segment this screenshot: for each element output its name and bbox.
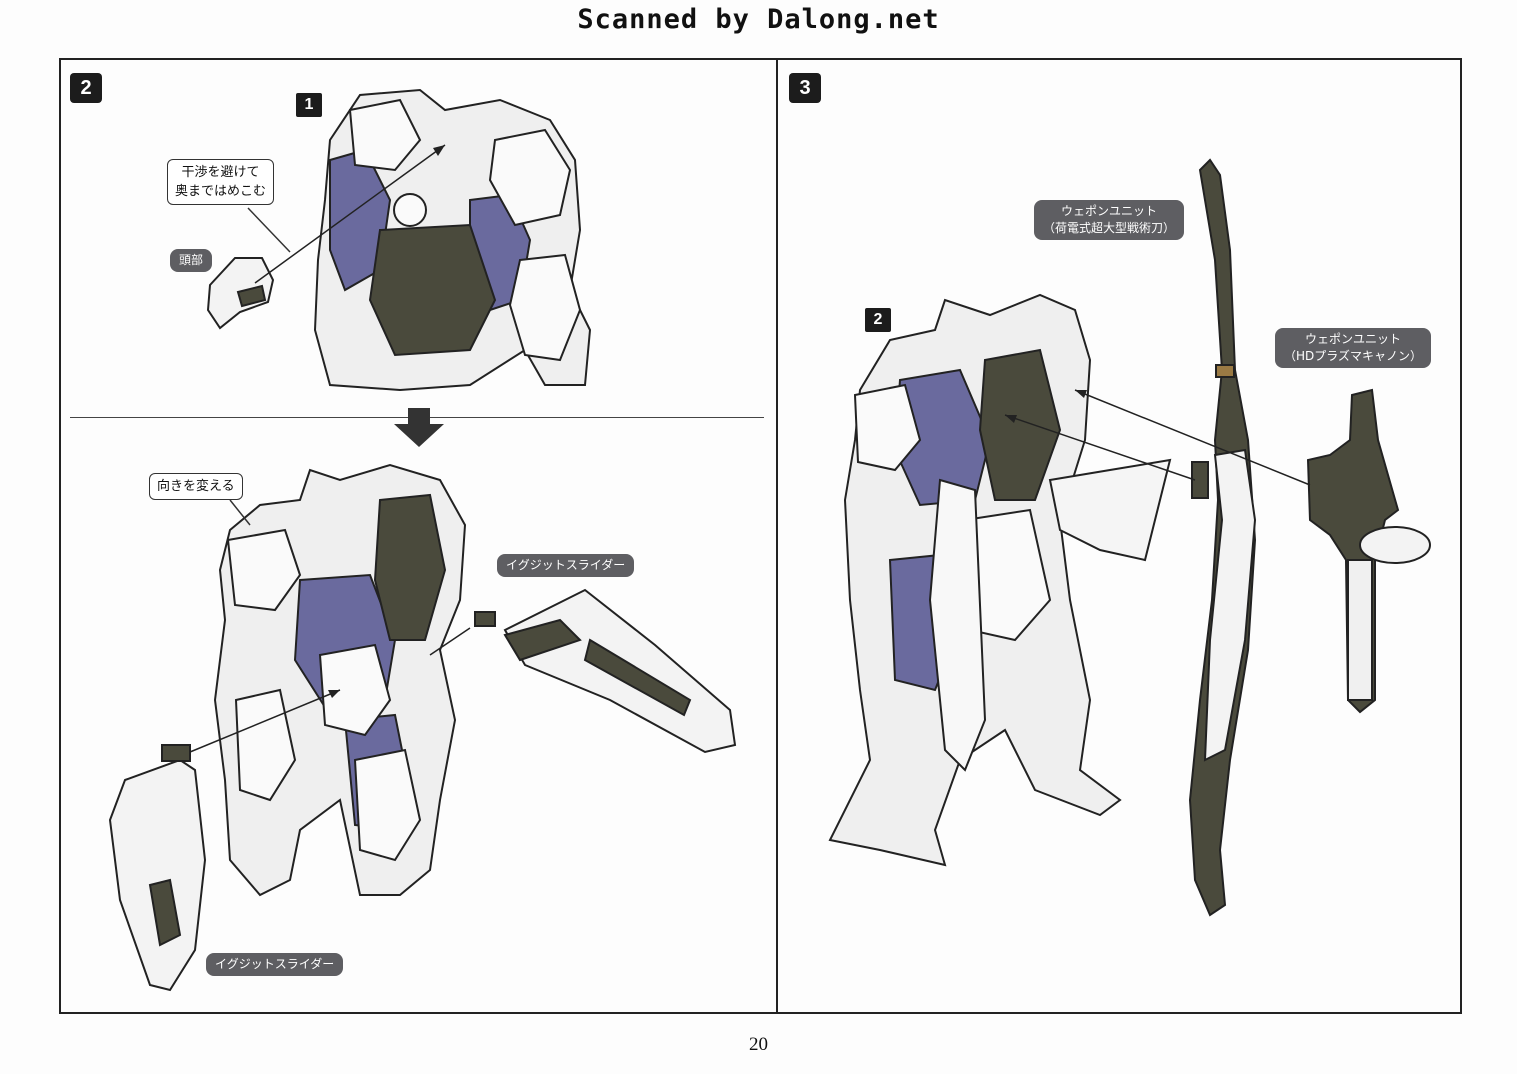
- head-label: 頭部: [170, 249, 213, 272]
- assembly-arrow-sword: [1004, 414, 1196, 481]
- page-number: 20: [749, 1034, 768, 1055]
- weapon-sword-label: ウェポンユニット （荷電式超大型戦術刀）: [1034, 200, 1185, 240]
- callout-pointer-turn: [229, 499, 251, 526]
- turn-direction-note: 向きを変える: [149, 473, 243, 500]
- watermark: Scanned by Dalong.net: [577, 4, 940, 35]
- panel-divider-vertical: [776, 58, 778, 1014]
- weapon-cannon-label: ウェポンユニット （HDプラズマキャノン）: [1275, 328, 1432, 368]
- instruction-frame: [59, 58, 1462, 1014]
- down-arrow-icon: [394, 408, 444, 447]
- weapon-sword-part: [1188, 158, 1257, 917]
- callout-pointer-interference: [247, 207, 291, 253]
- exit-slider-label-top: イグジットスライダー: [497, 554, 635, 577]
- step-2-badge: 2: [70, 73, 102, 103]
- exit-slider-left-part: [108, 744, 207, 992]
- sub-step-2-badge: 2: [865, 308, 891, 332]
- exit-slider-label-bottom: イグジットスライダー: [206, 953, 344, 976]
- assembly-arrow-head: [254, 144, 446, 284]
- assembly-arrow-slider-right: [429, 627, 471, 656]
- arrow-tip-sword: [1005, 415, 1017, 423]
- head-part: [206, 257, 275, 330]
- robot-lower-figure: [213, 463, 467, 897]
- robot-step3-figure: [828, 293, 1172, 867]
- arrow-tip-slider-left: [328, 690, 340, 698]
- exit-slider-right-part: [474, 588, 737, 754]
- sub-step-1-badge: 1: [296, 93, 322, 117]
- interference-note: 干渉を避けて 奥まではめこむ: [167, 159, 275, 205]
- weapon-cannon-part: [1306, 388, 1431, 714]
- arrow-tip-cannon: [1075, 390, 1087, 398]
- assembly-arrow-slider-left: [189, 689, 341, 753]
- robot-upper-figure: [313, 88, 592, 392]
- step-3-badge: 3: [789, 73, 821, 103]
- assembly-arrow-cannon: [1074, 389, 1311, 486]
- arrow-tip-head: [433, 145, 445, 156]
